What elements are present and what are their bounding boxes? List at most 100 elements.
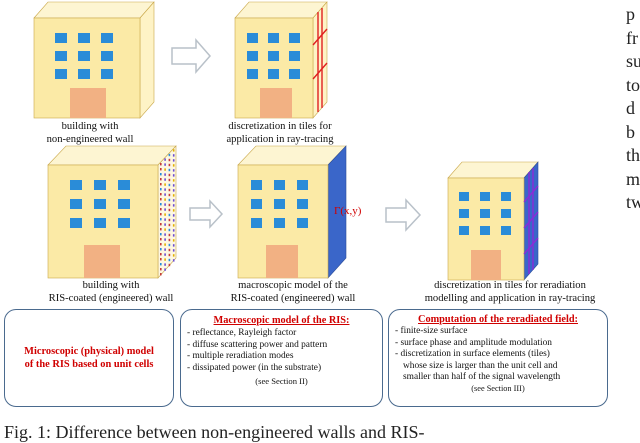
ris-unit-cell <box>160 183 162 186</box>
ris-unit-cell <box>164 158 166 161</box>
ris-unit-cell <box>172 219 175 222</box>
ris-unit-cell <box>168 218 171 222</box>
ris-unit-cell <box>168 173 171 177</box>
arrow-right-icon <box>171 38 211 74</box>
ris-unit-cell <box>172 194 175 197</box>
ris-unit-cell <box>160 268 162 271</box>
ris-unit-cell <box>172 149 175 152</box>
ris-unit-cell <box>160 243 162 246</box>
ris-unit-cell <box>164 213 166 216</box>
arrow-right-icon <box>189 199 224 229</box>
ris-unit-cell <box>172 204 175 207</box>
ris-unit-cell <box>160 193 162 196</box>
macroscopic-model-box: Macroscopic model of the RIS: - reflecta… <box>180 309 383 407</box>
ris-unit-cell <box>164 178 166 181</box>
ris-unit-cell <box>160 258 162 261</box>
ris-unit-cell <box>172 164 175 167</box>
ris-unit-cell <box>172 249 175 252</box>
ris-unit-cell <box>172 239 175 242</box>
door <box>70 88 106 118</box>
macroscopic-items-list: - reflectance, Rayleigh factor - diffuse… <box>187 328 328 373</box>
ris-unit-cell <box>168 168 171 172</box>
ris-unit-cell <box>164 203 166 206</box>
ris-unit-cell <box>164 263 166 266</box>
figure-caption: Fig. 1: Difference between non-engineere… <box>4 422 425 442</box>
building-macroscopic-model <box>237 145 347 279</box>
reradiated-field-box: Computation of the reradiated field: - f… <box>388 309 608 407</box>
ris-unit-cell <box>160 178 162 181</box>
ris-unit-cell <box>168 198 171 202</box>
building-tiled-red <box>234 1 328 119</box>
ris-unit-cell <box>168 183 171 187</box>
ris-unit-cell <box>160 188 162 191</box>
ris-unit-cell <box>160 208 162 211</box>
ris-unit-cell <box>168 228 171 232</box>
ris-unit-cell <box>172 154 175 157</box>
ris-unit-cell <box>172 214 175 217</box>
ris-unit-cell <box>160 273 162 276</box>
ris-unit-cell <box>168 233 171 237</box>
ris-unit-cell <box>160 163 162 166</box>
ris-unit-cell <box>168 258 171 262</box>
ris-unit-cell <box>172 224 175 227</box>
ris-unit-cell <box>172 244 175 247</box>
ris-unit-cell <box>160 213 162 216</box>
ris-unit-cell <box>164 233 166 236</box>
ris-unit-cell <box>164 238 166 241</box>
ris-unit-cell <box>168 178 171 182</box>
ris-unit-cell <box>168 243 171 247</box>
ris-unit-cell <box>160 228 162 231</box>
ris-unit-cell <box>172 234 175 237</box>
ris-unit-cell <box>168 223 171 227</box>
ris-unit-cell <box>164 198 166 201</box>
ris-unit-cell <box>172 159 175 162</box>
building-non-engineered <box>33 1 155 119</box>
ris-unit-cell <box>168 158 171 162</box>
ris-unit-cell <box>164 218 166 221</box>
ris-unit-cell <box>160 263 162 266</box>
arrow-right-icon <box>385 198 422 232</box>
building-ris-coated <box>47 145 177 279</box>
ris-unit-cell <box>164 188 166 191</box>
ris-unit-cell <box>160 168 162 171</box>
ris-unit-cell <box>168 253 171 257</box>
ris-unit-cells <box>160 149 175 276</box>
building-tiled-blue <box>447 161 539 281</box>
ris-unit-cell <box>172 184 175 187</box>
ris-unit-cell <box>168 203 171 207</box>
ris-unit-cell <box>164 223 166 226</box>
ris-unit-cell <box>160 238 162 241</box>
ris-unit-cell <box>164 168 166 171</box>
side-text-column: p fr su to d b th m tw <box>626 4 640 212</box>
reradiated-items-list: - finite-size surface - surface phase an… <box>395 326 561 383</box>
ris-unit-cell <box>164 243 166 246</box>
ris-unit-cell <box>168 208 171 212</box>
ris-unit-cell <box>160 173 162 176</box>
ris-unit-cell <box>160 248 162 251</box>
ris-unit-cell <box>160 253 162 256</box>
ris-unit-cell <box>164 163 166 166</box>
ris-unit-cell <box>160 233 162 236</box>
ris-unit-cell <box>164 173 166 176</box>
ris-unit-cell <box>168 238 171 242</box>
ris-unit-cell <box>168 248 171 252</box>
ris-unit-cell <box>172 174 175 177</box>
ris-unit-cell <box>160 223 162 226</box>
ris-unit-cell <box>168 193 171 197</box>
ris-unit-cell <box>172 179 175 182</box>
ris-unit-cell <box>164 228 166 231</box>
ris-unit-cell <box>168 213 171 217</box>
ris-unit-cell <box>168 263 171 267</box>
ris-unit-cell <box>164 183 166 186</box>
ris-unit-cell <box>160 198 162 201</box>
ris-unit-cell <box>164 258 166 261</box>
ris-unit-cell <box>164 253 166 256</box>
ris-unit-cell <box>172 209 175 212</box>
